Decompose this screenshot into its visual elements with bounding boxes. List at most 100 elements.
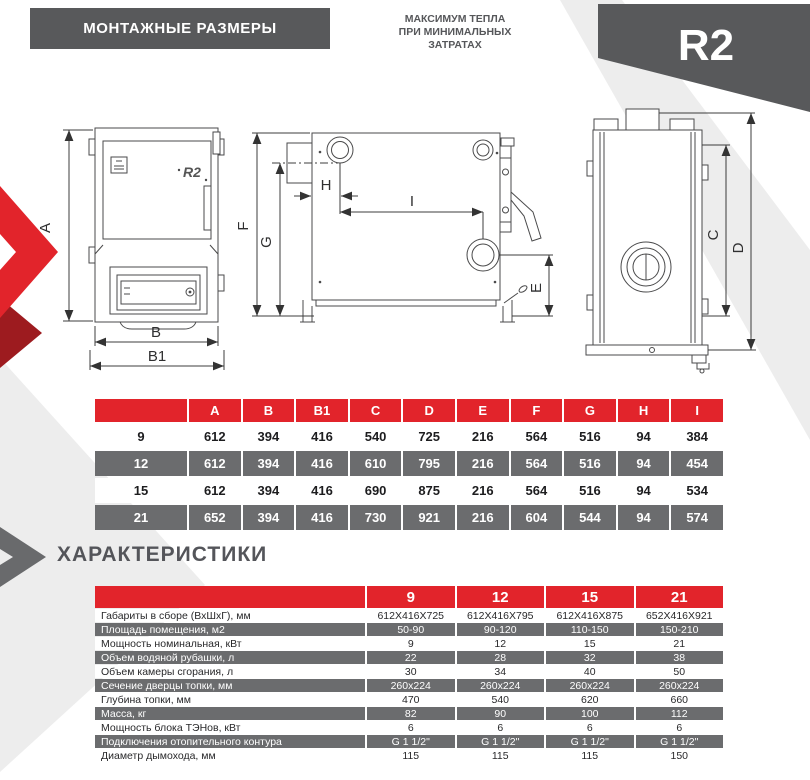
spec-value-cell: 21 xyxy=(635,637,723,650)
spec-value-cell: 90 xyxy=(456,707,544,720)
spec-value-cell: 9 xyxy=(367,637,455,650)
dim-table-corner-cell xyxy=(95,399,187,422)
dim-value-cell: 612 xyxy=(189,478,241,503)
spec-value-cell: 260x224 xyxy=(367,679,455,692)
dim-col-header-C: C xyxy=(349,399,402,422)
page-title: МОНТАЖНЫЕ РАЗМЕРЫ xyxy=(30,8,330,49)
spec-row-label: Объем водяной рубашки, л xyxy=(95,651,365,664)
dim-value-cell: 94 xyxy=(617,478,670,503)
spec-value-cell: G 1 1/2" xyxy=(546,735,634,748)
spec-value-cell: 50-90 xyxy=(367,623,455,636)
spec-value-cell: 50 xyxy=(635,665,723,678)
spec-row-label: Мощность номинальная, кВт xyxy=(95,637,365,650)
dim-value-cell: 416 xyxy=(296,424,348,449)
dim-label-I: I xyxy=(410,193,414,210)
model-banner-label: R2 xyxy=(678,21,734,70)
spec-col-header-21: 21 xyxy=(635,586,723,608)
spec-row-label: Объем камеры сгорания, л xyxy=(95,665,365,678)
front-view-drawing: R2 A B B1 xyxy=(37,127,225,371)
spec-value-cell: G 1 1/2" xyxy=(635,735,723,748)
spec-value-cell: 6 xyxy=(456,721,544,734)
side-view-drawing: F G H I E xyxy=(235,132,554,323)
dim-value-cell: 384 xyxy=(671,424,723,449)
spec-value-cell: 22 xyxy=(367,651,455,664)
dim-value-cell: 216 xyxy=(456,505,509,530)
dim-col-header-D: D xyxy=(403,399,455,422)
dim-value-cell: 216 xyxy=(456,478,509,503)
spec-value-cell: 612Х416Х875 xyxy=(546,609,634,622)
dim-col-header-F: F xyxy=(510,399,563,422)
dim-value-cell: 454 xyxy=(671,451,723,476)
dim-value-cell: 652 xyxy=(189,505,241,530)
dim-row-label: 21 xyxy=(95,505,187,530)
dim-value-cell: 564 xyxy=(510,478,563,503)
dim-value-cell: 216 xyxy=(456,424,509,449)
dim-value-cell: 516 xyxy=(564,451,616,476)
page-title-label: МОНТАЖНЫЕ РАЗМЕРЫ xyxy=(83,20,277,37)
slogan: МАКСИМУМ ТЕПЛА ПРИ МИНИМАЛЬНЫХ ЗАТРАТАХ xyxy=(385,13,525,52)
red-chevron-decoration xyxy=(0,186,58,368)
dim-label-B1: B1 xyxy=(148,348,166,365)
spec-value-cell: 82 xyxy=(367,707,455,720)
dim-row-label: 9 xyxy=(95,424,187,449)
dim-value-cell: 394 xyxy=(242,451,295,476)
dim-label-C: C xyxy=(705,229,722,240)
dim-value-cell: 534 xyxy=(671,478,723,503)
dim-value-cell: 94 xyxy=(617,505,670,530)
dim-value-cell: 612 xyxy=(189,451,241,476)
spec-value-cell: 470 xyxy=(367,693,455,706)
spec-value-cell: 620 xyxy=(546,693,634,706)
spec-row-label: Сечение дверцы топки, мм xyxy=(95,679,365,692)
slogan-line: ЗАТРАТАХ xyxy=(428,39,482,51)
dim-value-cell: 394 xyxy=(242,424,295,449)
dim-label-B: B xyxy=(151,324,161,341)
spec-value-cell: 38 xyxy=(635,651,723,664)
dim-value-cell: 564 xyxy=(510,424,563,449)
spec-value-cell: 652Х416Х921 xyxy=(635,609,723,622)
dim-value-cell: 416 xyxy=(296,478,348,503)
spec-col-header-15: 15 xyxy=(546,586,634,608)
dim-col-header-E: E xyxy=(456,399,509,422)
spec-row-label: Диаметр дымохода, мм xyxy=(95,749,365,762)
spec-value-cell: 32 xyxy=(546,651,634,664)
spec-value-cell: 660 xyxy=(635,693,723,706)
spec-value-cell: 15 xyxy=(546,637,634,650)
spec-row-label: Площадь помещения, м2 xyxy=(95,623,365,636)
spec-value-cell: 40 xyxy=(546,665,634,678)
spec-row-label: Мощность блока ТЭНов, кВт xyxy=(95,721,365,734)
dim-value-cell: 574 xyxy=(671,505,723,530)
dim-value-cell: 516 xyxy=(564,478,616,503)
spec-col-header-12: 12 xyxy=(456,586,544,608)
spec-value-cell: 6 xyxy=(367,721,455,734)
spec-value-cell: 115 xyxy=(456,749,544,762)
rear-view-drawing: C D xyxy=(585,108,756,374)
dim-value-cell: 564 xyxy=(510,451,563,476)
door-logo-text: R2 xyxy=(183,164,201,180)
spec-value-cell: 112 xyxy=(635,707,723,720)
dim-value-cell: 921 xyxy=(403,505,455,530)
spec-value-cell: 90-120 xyxy=(456,623,544,636)
spec-value-cell: 612Х416Х725 xyxy=(367,609,455,622)
dim-value-cell: 730 xyxy=(349,505,402,530)
dim-label-H: H xyxy=(321,177,332,194)
dim-label-D: D xyxy=(730,242,747,253)
dim-value-cell: 612 xyxy=(189,424,241,449)
spec-value-cell: 150-210 xyxy=(635,623,723,636)
dim-value-cell: 516 xyxy=(564,424,616,449)
